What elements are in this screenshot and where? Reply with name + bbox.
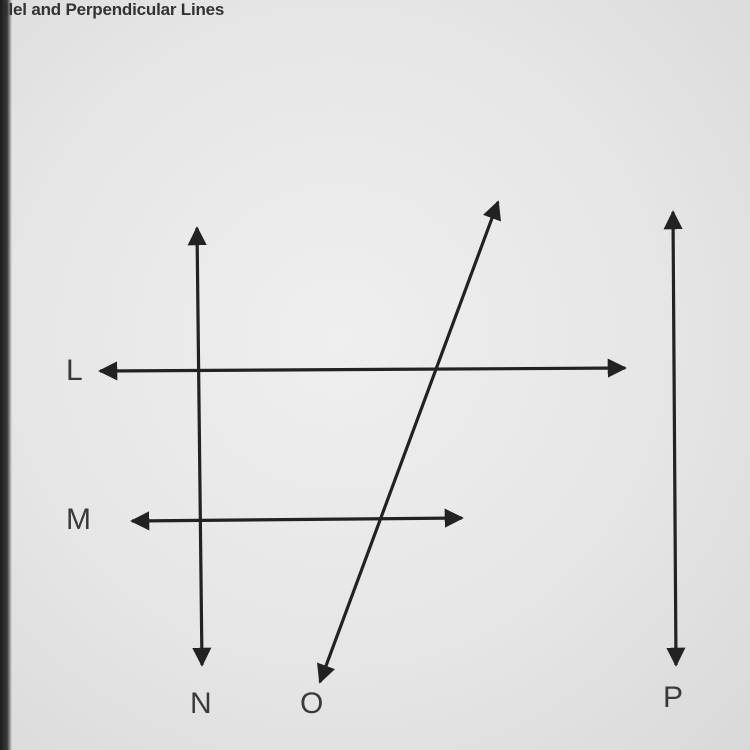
label-M: M — [66, 503, 91, 536]
line-P — [663, 210, 686, 667]
page-title: llel and Perpendicular Lines — [4, 0, 225, 19]
line-L — [98, 358, 627, 381]
line-M — [130, 508, 464, 531]
line-O — [317, 200, 501, 684]
label-O: O — [300, 687, 324, 720]
label-N: N — [190, 687, 212, 720]
screen-edge — [0, 0, 12, 750]
line-N — [187, 226, 212, 667]
label-P: P — [663, 681, 684, 714]
label-L: L — [66, 354, 83, 387]
